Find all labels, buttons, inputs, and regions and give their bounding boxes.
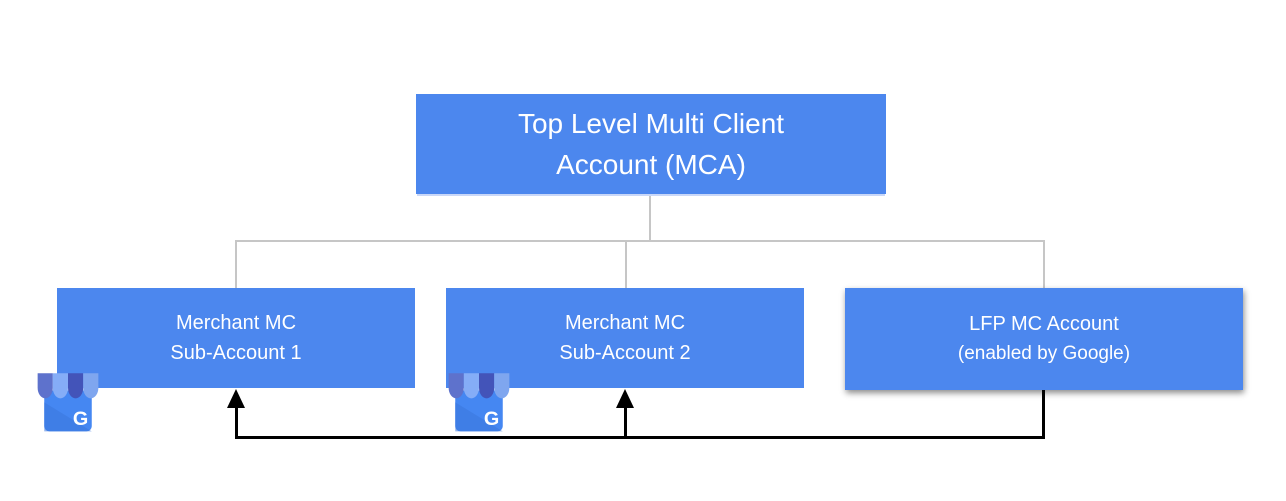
awning-stripe [52, 373, 68, 399]
node-label-line: Sub-Account 1 [170, 342, 302, 364]
google-my-business-icon: G [37, 373, 99, 432]
storefront-body-shade [44, 402, 92, 432]
node-merchant-mc-sub-account-2: Merchant MC Sub-Account 2 [446, 288, 804, 388]
connector-drop-child-3 [1043, 240, 1045, 288]
awning-stripe [494, 373, 510, 399]
awning-stripe [479, 373, 495, 399]
google-my-business-icon: G [448, 373, 510, 432]
feed-line-horizontal [235, 436, 1045, 439]
arrowhead-sub-account-1 [227, 389, 245, 408]
feed-line-from-lfp [1042, 390, 1045, 437]
node-label-line: (enabled by Google) [957, 343, 1131, 364]
awning-stripe [83, 373, 99, 399]
awning-stripe [68, 373, 84, 399]
node-label-line: Sub-Account 2 [559, 342, 691, 364]
google-g-letter: G [73, 408, 88, 430]
node-top-level-mca: Top Level Multi Client Account (MCA) [416, 94, 886, 194]
awning-stripe [448, 373, 464, 399]
storefront-body-shade [455, 402, 503, 432]
node-merchant-mc-sub-account-1: Merchant MC Sub-Account 1 [57, 288, 415, 388]
node-label-line: LFP MC Account [969, 313, 1119, 335]
feed-line-to-sub-account-1 [235, 405, 238, 438]
node-label-line: Top Level Multi Client [517, 108, 785, 139]
google-g-letter: G [484, 408, 499, 430]
awning-stripe [463, 373, 479, 399]
awning-stripe [37, 373, 53, 399]
connector-root-stem [649, 194, 651, 241]
feed-line-to-sub-account-2 [624, 405, 627, 438]
node-label-line: Account (MCA) [556, 149, 746, 180]
node-lfp-mc-account: LFP MC Account (enabled by Google) [845, 288, 1243, 390]
node-label-line: Merchant MC [175, 312, 297, 334]
connector-drop-child-2 [625, 240, 627, 288]
arrowhead-sub-account-2 [616, 389, 634, 408]
connector-drop-child-1 [235, 240, 237, 288]
storefront-awning [37, 373, 99, 399]
connector-horizontal-rail [235, 240, 1045, 242]
storefront-awning [448, 373, 510, 399]
node-label-line: Merchant MC [564, 312, 686, 334]
